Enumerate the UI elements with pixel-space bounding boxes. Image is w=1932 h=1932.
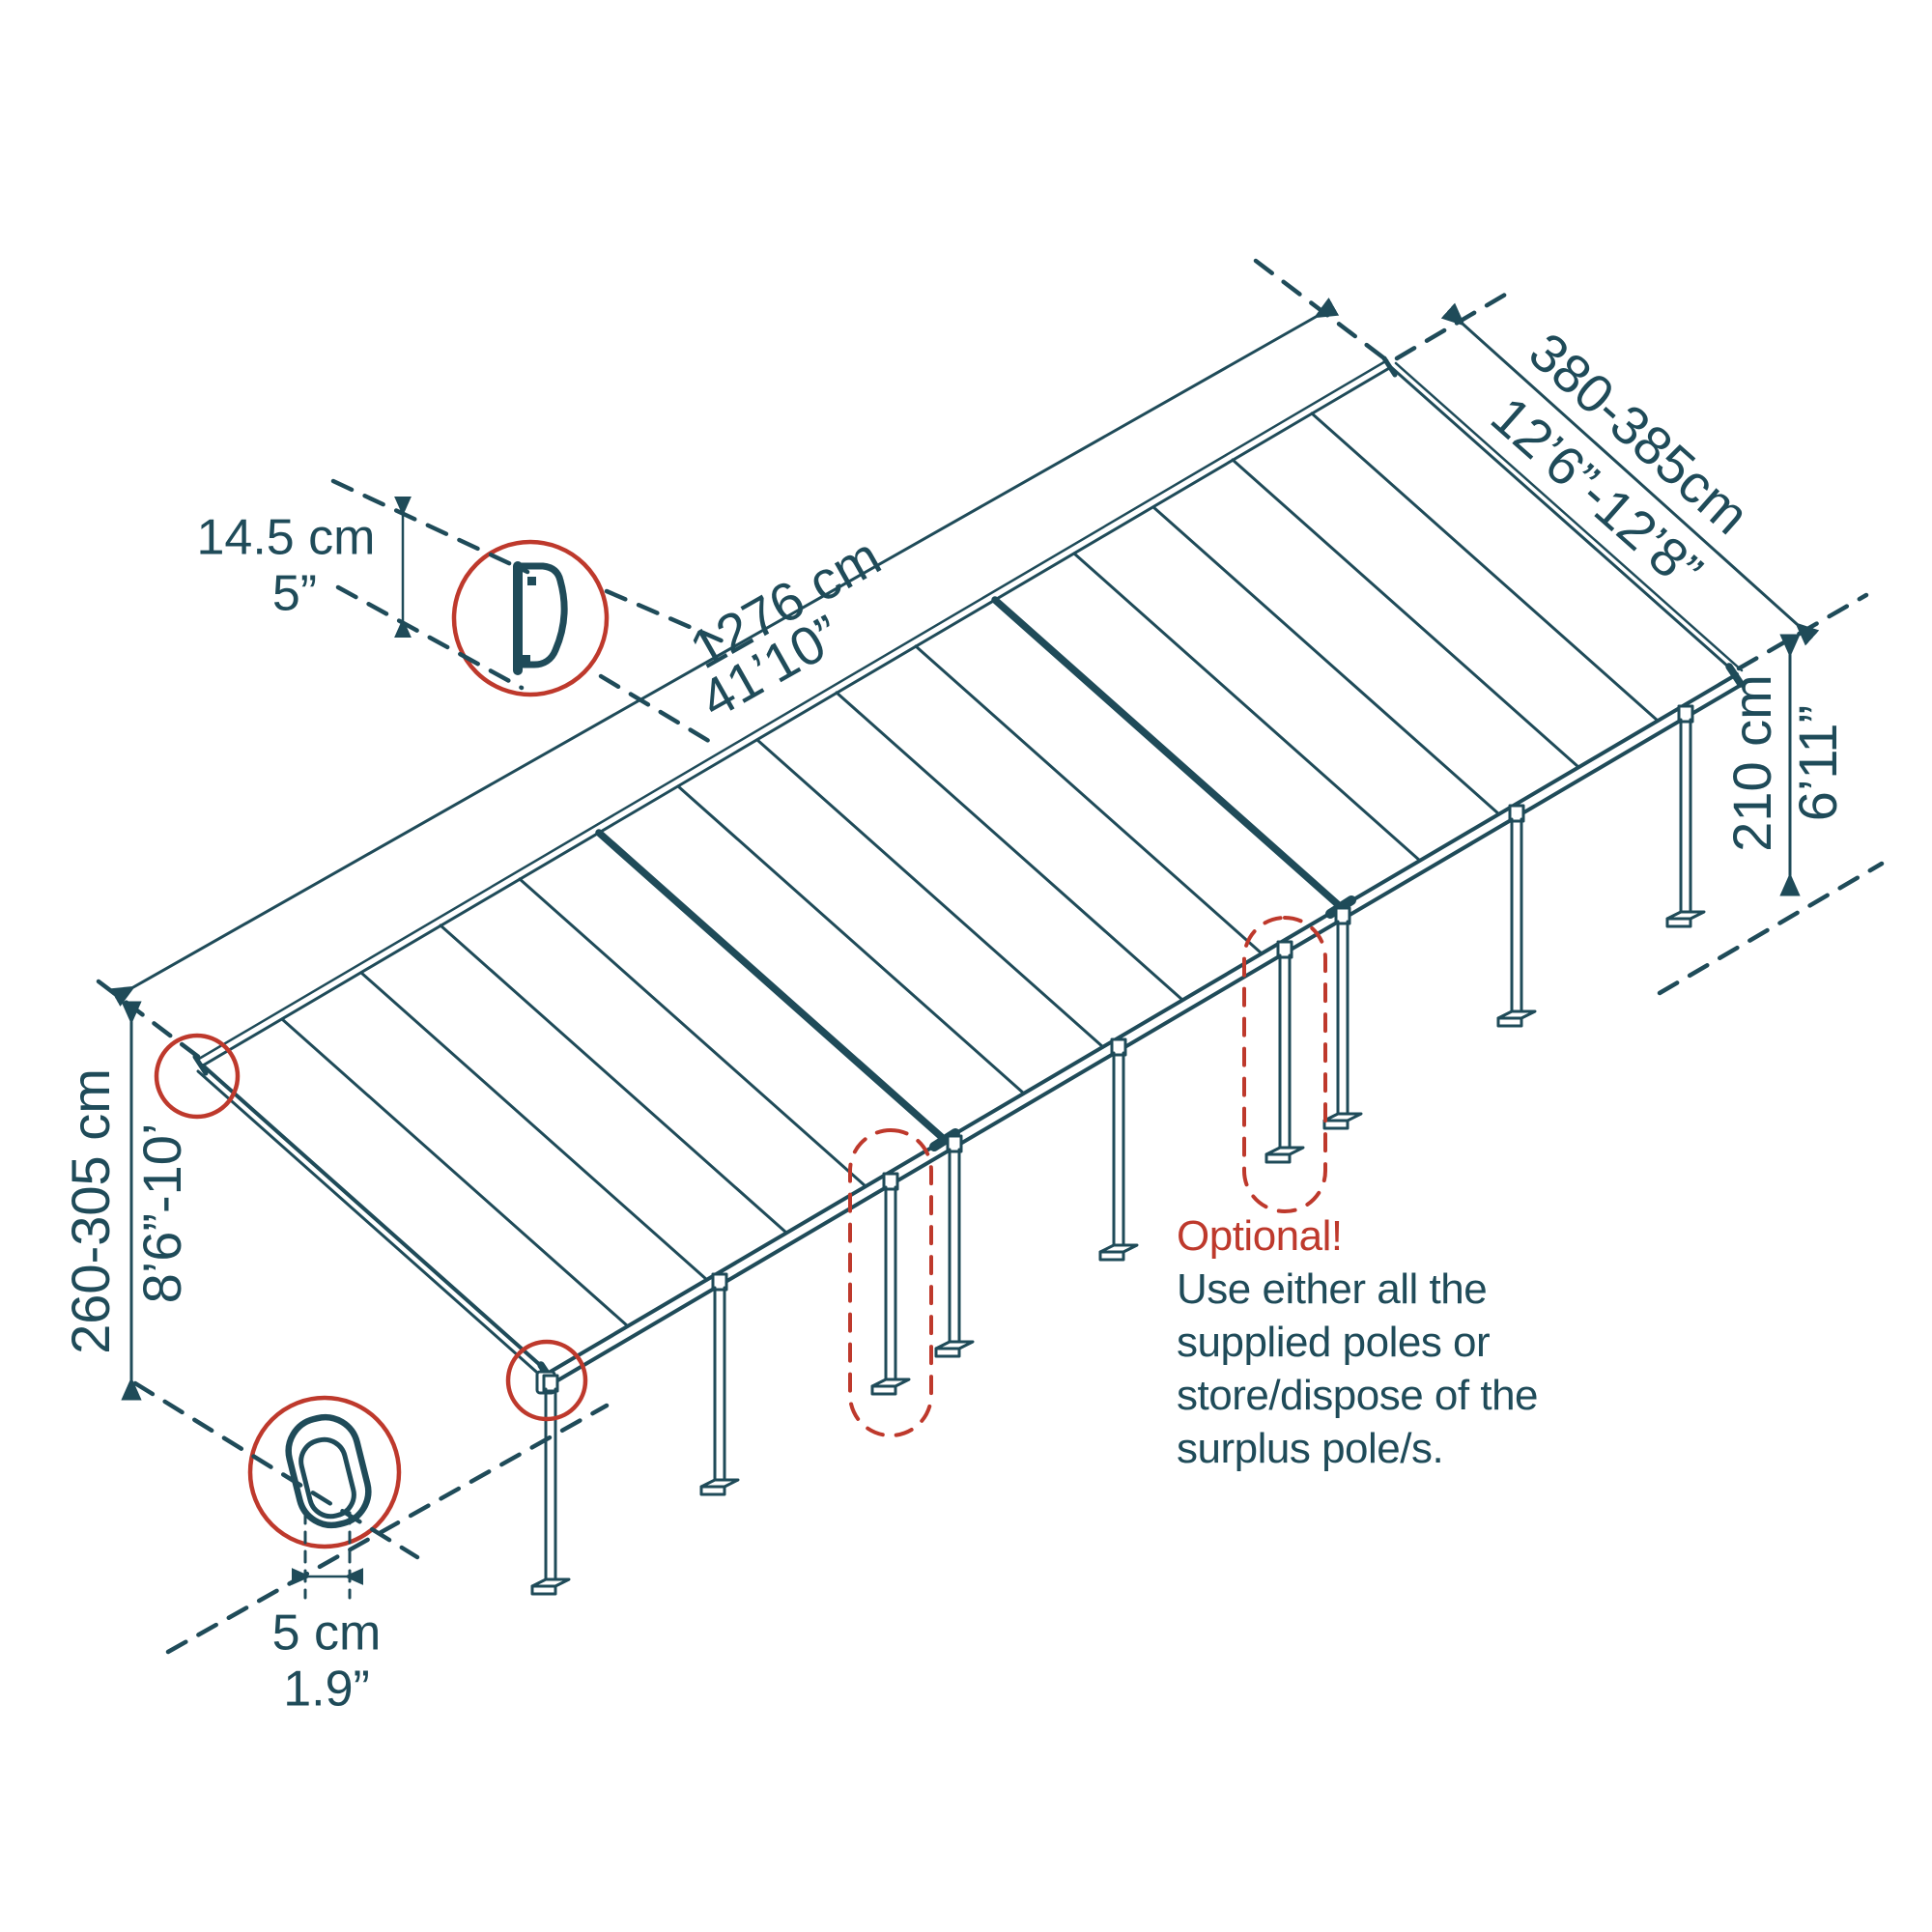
ridge-left-end-cap	[192, 1054, 209, 1076]
dimension-back-height-metric: 260-305 cm	[60, 1068, 121, 1354]
optional-support-pole	[1264, 940, 1305, 1164]
support-pole	[1665, 704, 1706, 928]
support-pole	[1098, 1037, 1139, 1262]
support-pole	[1496, 804, 1537, 1028]
ridge-right-end-cap	[1381, 355, 1398, 378]
support-pole	[699, 1272, 740, 1496]
optional-note-line: surplus pole/s.	[1177, 1425, 1444, 1472]
roof-right-edge	[1389, 361, 1744, 676]
ground-line-left-b	[165, 1403, 610, 1655]
optional-note-line: store/dispose of the	[1177, 1372, 1539, 1419]
gutter-right-end-cap	[1725, 663, 1745, 688]
extension-back-left	[96, 979, 204, 1062]
dimension-gutter-profile: 14.5 cm 5”	[197, 496, 412, 639]
support-pole	[934, 1134, 975, 1358]
gutter-detail-leader-bottom	[335, 584, 525, 691]
back-left-corner-detail-circle	[154, 1033, 241, 1120]
ground-line-right	[1657, 861, 1885, 996]
dimension-front-height: 210 cm 6’11”	[1721, 634, 1848, 896]
ground-line-left-a	[132, 1380, 420, 1560]
pole-profile-detail-circle	[247, 1395, 402, 1549]
support-pole-front-left-corner	[530, 1374, 571, 1596]
dimension-front-height-imperial: 6’11”	[1787, 705, 1848, 821]
optional-note: Optional! Use either all the supplied po…	[1177, 1209, 1539, 1475]
extension-back-right-length	[1253, 258, 1391, 364]
dimension-gutter-imperial: 5”	[272, 566, 317, 622]
pole-profile-shape	[285, 1413, 372, 1529]
dimension-back-height-imperial: 8’6”-10’	[131, 1123, 192, 1304]
dimension-pole-profile: 5 cm 1.9”	[272, 1568, 382, 1718]
front-left-corner-detail-circle	[505, 1339, 588, 1422]
optional-pole-highlight	[848, 1128, 933, 1437]
dimension-pole-imperial: 1.9”	[283, 1662, 370, 1718]
dimension-pole-metric: 5 cm	[272, 1605, 382, 1662]
optional-pole-highlight	[1242, 916, 1327, 1213]
roof-left-edge-beam	[196, 1064, 551, 1380]
extension-front-right	[1736, 592, 1869, 671]
roof-panel-lines	[280, 412, 1660, 1328]
optional-support-pole	[870, 1172, 911, 1396]
optional-note-line: Use either all the	[1177, 1265, 1488, 1313]
dimension-length: 1276 cm 41’10”	[109, 297, 1340, 1008]
dimension-back-height: 260-305 cm 8’6”-10’	[60, 1001, 192, 1401]
dimension-front-height-metric: 210 cm	[1721, 674, 1782, 852]
optional-note-line: supplied poles or	[1177, 1319, 1491, 1366]
optional-note-title: Optional!	[1177, 1212, 1343, 1260]
dimension-gutter-metric: 14.5 cm	[197, 510, 376, 566]
ridge-beam	[192, 355, 1398, 1076]
support-pole	[1322, 906, 1363, 1130]
gutter-profile-shape	[513, 561, 568, 675]
